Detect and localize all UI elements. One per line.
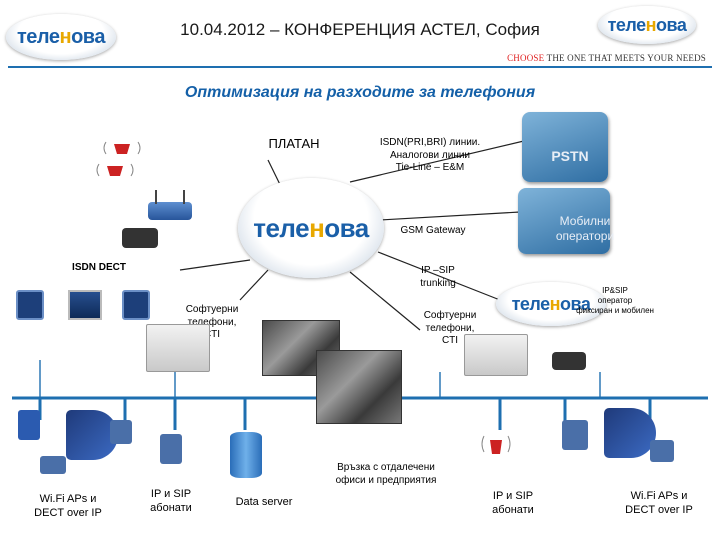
wifi-right-label: Wi.Fi APs и DECT over IP: [625, 490, 693, 516]
pbx-server-right-icon: [464, 334, 528, 376]
wifi-ap-left-icon: [66, 410, 118, 460]
dect-phone-icon-1: [16, 290, 44, 320]
line-to-dect: [179, 259, 251, 271]
ip-sip-right-antenna-icon: [481, 435, 511, 454]
ip-sip-right-label: IP и SIP абонати: [492, 490, 534, 516]
ip-sip-trunking-label: IP –SIP trunking: [420, 265, 456, 289]
ip-sip-left-phone-icon: [160, 434, 182, 464]
pstn-label: PSTN: [551, 148, 589, 164]
platan-label: ПЛАТАН: [268, 136, 320, 151]
soft-phones-right-label: Софтуерни телефони, CTI: [423, 310, 477, 346]
ip-sip-right-mobile-icon: [562, 420, 588, 450]
line-to-softphones-left: [239, 269, 269, 301]
desk-phone-icon: [122, 228, 158, 248]
page-header-title: 10.04.2012 – КОНФЕРЕНЦИЯ АСТЕЛ, София: [180, 20, 540, 39]
header-divider: [8, 66, 712, 68]
ip-sip-operator-label: IP&SIP оператор фиксиран и мобилен: [576, 286, 654, 315]
data-server-label: Data server: [235, 496, 293, 508]
wifi-left-label: Wi.Fi APs и DECT over IP: [34, 493, 102, 519]
isdn-lines-label: ISDN(PRI,BRI) линии. Аналогови линии Tie…: [379, 137, 481, 173]
conference-photo: [316, 350, 402, 424]
pstn-phone-icon: [522, 112, 608, 182]
ip-sip-left-label: IP и SIP абонати: [150, 488, 192, 514]
tagline: CHOOSE THE ONE THAT MEETS YOUR NEEDS: [507, 53, 706, 63]
dect-base-stations: [96, 141, 141, 177]
telenova-logo-right: теленова: [598, 6, 696, 44]
data-server-icon: [230, 432, 262, 478]
router-antennas-icon: [155, 190, 185, 204]
gsm-gateway-label: GSM Gateway: [400, 225, 466, 236]
wifi-left-phone-icon: [18, 410, 40, 440]
telenova-logo-center: теленова: [238, 178, 384, 278]
line-to-pstn: [349, 139, 529, 183]
slide-subtitle: Оптимизация на разходите за телефония: [184, 84, 536, 101]
ip-sip-left-mobile-icon: [110, 420, 132, 444]
wifi-ap-right-icon: [604, 408, 656, 458]
soft-phones-left-label: Софтуерни телефони, CTI: [185, 304, 239, 340]
laptop-icon: [68, 290, 102, 320]
remote-offices-label: Връзка с отдалечени офиси и предприятия: [335, 462, 437, 486]
mobile-operators-label: Мобилни оператори: [555, 214, 615, 243]
line-to-gsm: [379, 211, 521, 221]
mobile-operators-phone-icon: [518, 188, 610, 254]
dect-phone-icon-2: [122, 290, 150, 320]
wifi-left-mobile-icon: [40, 456, 66, 474]
isdn-dect-label: ISDN DECT: [72, 262, 126, 273]
router-icon: [148, 202, 192, 220]
wifi-right-mobile-icon: [650, 440, 674, 462]
line-to-softphones-right: [349, 271, 421, 331]
tagline-choose: CHOOSE: [507, 53, 545, 63]
telenova-logo-sip: теленова: [496, 282, 606, 326]
line-to-sip: [377, 251, 501, 301]
desk-phone-right-icon: [552, 352, 586, 370]
pbx-server-left-icon: [146, 324, 210, 372]
telenova-logo-left: теленова: [6, 14, 116, 60]
tagline-rest: THE ONE THAT MEETS YOUR NEEDS: [544, 53, 706, 63]
